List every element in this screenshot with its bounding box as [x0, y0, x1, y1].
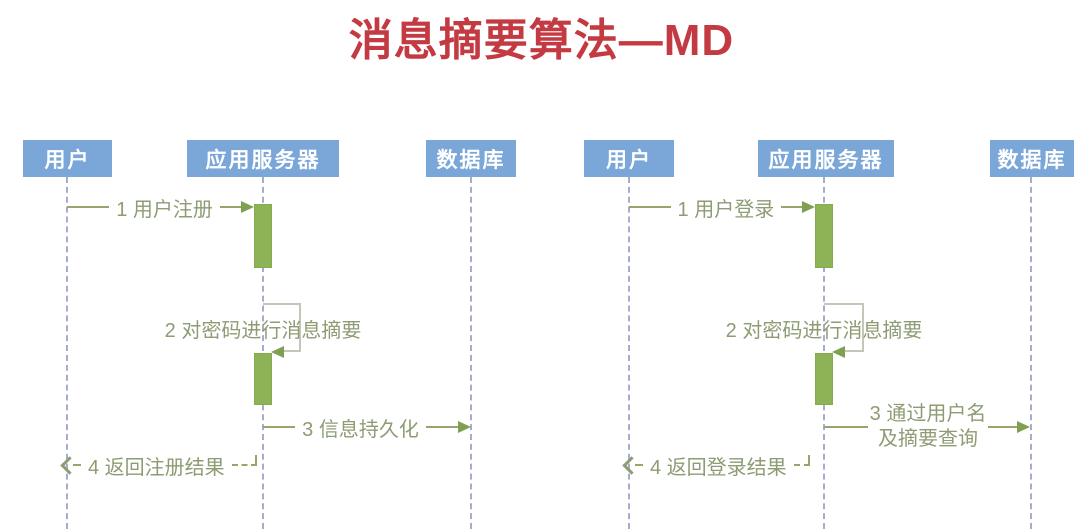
actor-label: 应用服务器 [205, 148, 321, 172]
message-label: 4 返回注册结果 [88, 456, 225, 479]
solid-arrowhead-icon [458, 421, 471, 433]
message-label: 2 对密码进行消息摘要 [164, 320, 362, 342]
message-persist: 3 信息持久化 [263, 415, 471, 441]
actor-label: 数据库 [997, 148, 1067, 172]
solid-arrowhead-icon [271, 346, 284, 358]
self-message-bracket [281, 350, 301, 352]
activation-bar [815, 204, 833, 268]
message-label: 1 用户登录 [677, 198, 775, 221]
message-label-line2: 及摘要查询 [878, 428, 978, 450]
message-label-line1: 3 通过用户名 [869, 403, 987, 425]
actor-box-user: 用户 [23, 140, 112, 177]
message-label: 3 通过用户名 及摘要查询 [858, 402, 998, 452]
actor-label: 数据库 [436, 148, 506, 172]
activation-bar [254, 353, 272, 405]
message-line [425, 426, 458, 428]
message-return-register: 4 返回注册结果 [60, 453, 257, 479]
message-return-login: 4 返回登录结果 [622, 453, 810, 479]
self-message-bracket [263, 303, 301, 352]
message-line [988, 426, 1018, 428]
message-login: 1 用户登录 [629, 195, 815, 221]
open-arrowhead-icon [60, 455, 79, 475]
message-line [263, 426, 296, 428]
activation-bar [254, 204, 272, 268]
message-line [73, 464, 81, 466]
lifeline-database [470, 177, 472, 529]
actor-box-user: 用户 [584, 140, 674, 177]
actor-label: 用户 [44, 148, 91, 172]
message-register: 1 用户注册 [67, 195, 254, 221]
lifeline-user [66, 177, 68, 529]
actor-label: 用户 [606, 148, 652, 172]
solid-arrowhead-icon [241, 201, 254, 213]
solid-arrowhead-icon [802, 201, 815, 213]
message-line [219, 206, 241, 208]
lifeline-database [1030, 177, 1032, 529]
actor-label: 应用服务器 [768, 148, 884, 172]
actor-box-app-server: 应用服务器 [758, 140, 894, 177]
return-line-hook [808, 455, 810, 465]
message-line [67, 206, 110, 208]
message-label: 2 对密码进行消息摘要 [725, 320, 923, 342]
solid-arrowhead-icon [1017, 421, 1030, 433]
message-label: 1 用户注册 [116, 198, 213, 221]
message-line [629, 206, 671, 208]
message-label: 3 信息持久化 [302, 418, 419, 441]
message-line [231, 464, 257, 466]
actor-box-database: 数据库 [990, 140, 1074, 177]
activation-bar [815, 353, 833, 405]
page-title: 消息摘要算法—MD [348, 16, 735, 65]
message-label: 4 返回登录结果 [650, 456, 787, 479]
message-line [635, 464, 643, 466]
solid-arrowhead-icon [832, 346, 845, 358]
self-message-bracket [824, 303, 864, 352]
self-message-bracket [844, 350, 864, 352]
actor-box-database: 数据库 [426, 140, 516, 177]
return-line-hook [255, 455, 257, 465]
message-line [781, 206, 802, 208]
actor-box-app-server: 应用服务器 [187, 140, 339, 177]
message-line [793, 464, 810, 466]
message-line [824, 426, 868, 428]
lifeline-user [628, 177, 630, 529]
open-arrowhead-icon [622, 455, 641, 475]
